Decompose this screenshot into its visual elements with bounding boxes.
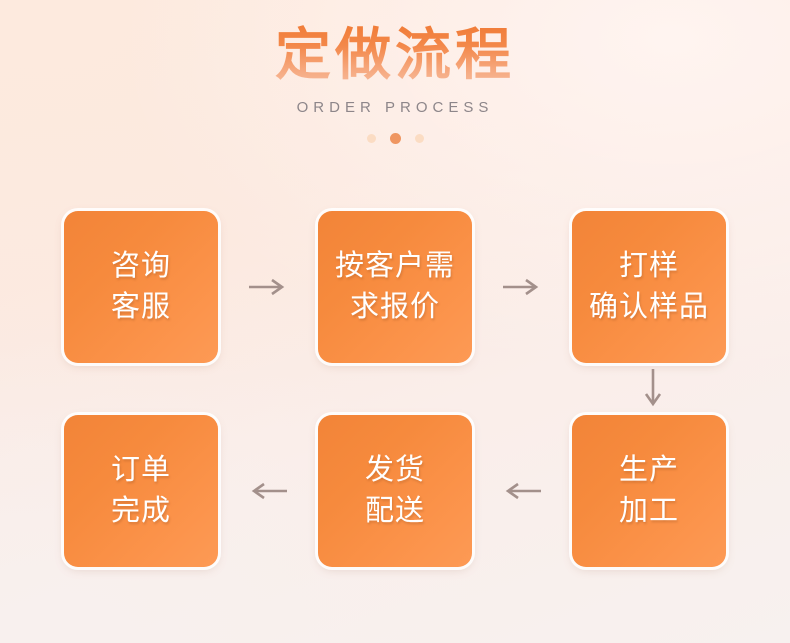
process-step-1[interactable]: 咨询 客服 (64, 211, 218, 363)
process-step-3-line-1: 打样 (618, 250, 679, 282)
process-step-2[interactable]: 按客户需 求报价 (318, 211, 472, 363)
process-step-1-line-2: 客服 (110, 291, 171, 323)
arrow-right-icon-2 (472, 277, 572, 297)
page-header: 定做流程 ORDER PROCESS (0, 0, 790, 144)
carousel-dot-2[interactable] (389, 133, 401, 144)
carousel-dots (0, 133, 790, 144)
process-step-6-line-2: 完成 (110, 495, 171, 527)
arrow-left-icon-1 (218, 481, 318, 501)
arrow-left-icon-2 (472, 481, 572, 501)
page-subtitle: ORDER PROCESS (296, 99, 494, 116)
process-step-6[interactable]: 订单 完成 (64, 415, 218, 567)
process-step-5-line-1: 发货 (364, 454, 425, 486)
process-step-6-line-1: 订单 (110, 454, 171, 486)
process-flow-diagram: 咨询 客服 按客户需 求报价 打样 确认 (0, 211, 790, 567)
page-title: 定做流程 (0, 22, 790, 88)
process-step-3-line-2: 确认样品 (588, 291, 709, 323)
process-step-5[interactable]: 发货 配送 (318, 415, 472, 567)
process-step-4-line-1: 生产 (618, 454, 679, 486)
process-step-1-line-1: 咨询 (110, 250, 171, 282)
arrow-down-icon-1 (621, 363, 685, 415)
process-step-4[interactable]: 生产 加工 (572, 415, 726, 567)
carousel-dot-3[interactable] (414, 134, 424, 143)
process-step-5-line-2: 配送 (364, 495, 425, 527)
carousel-dot-1[interactable] (366, 134, 376, 143)
process-row-bottom: 订单 完成 发货 配送 生产 加工 (0, 415, 790, 567)
process-step-4-line-2: 加工 (618, 495, 679, 527)
process-step-2-line-2: 求报价 (349, 291, 440, 323)
process-step-2-line-1: 按客户需 (334, 250, 455, 282)
process-row-top: 咨询 客服 按客户需 求报价 打样 确认 (0, 211, 790, 363)
process-step-3[interactable]: 打样 确认样品 (572, 211, 726, 363)
arrow-right-icon-1 (218, 277, 318, 297)
